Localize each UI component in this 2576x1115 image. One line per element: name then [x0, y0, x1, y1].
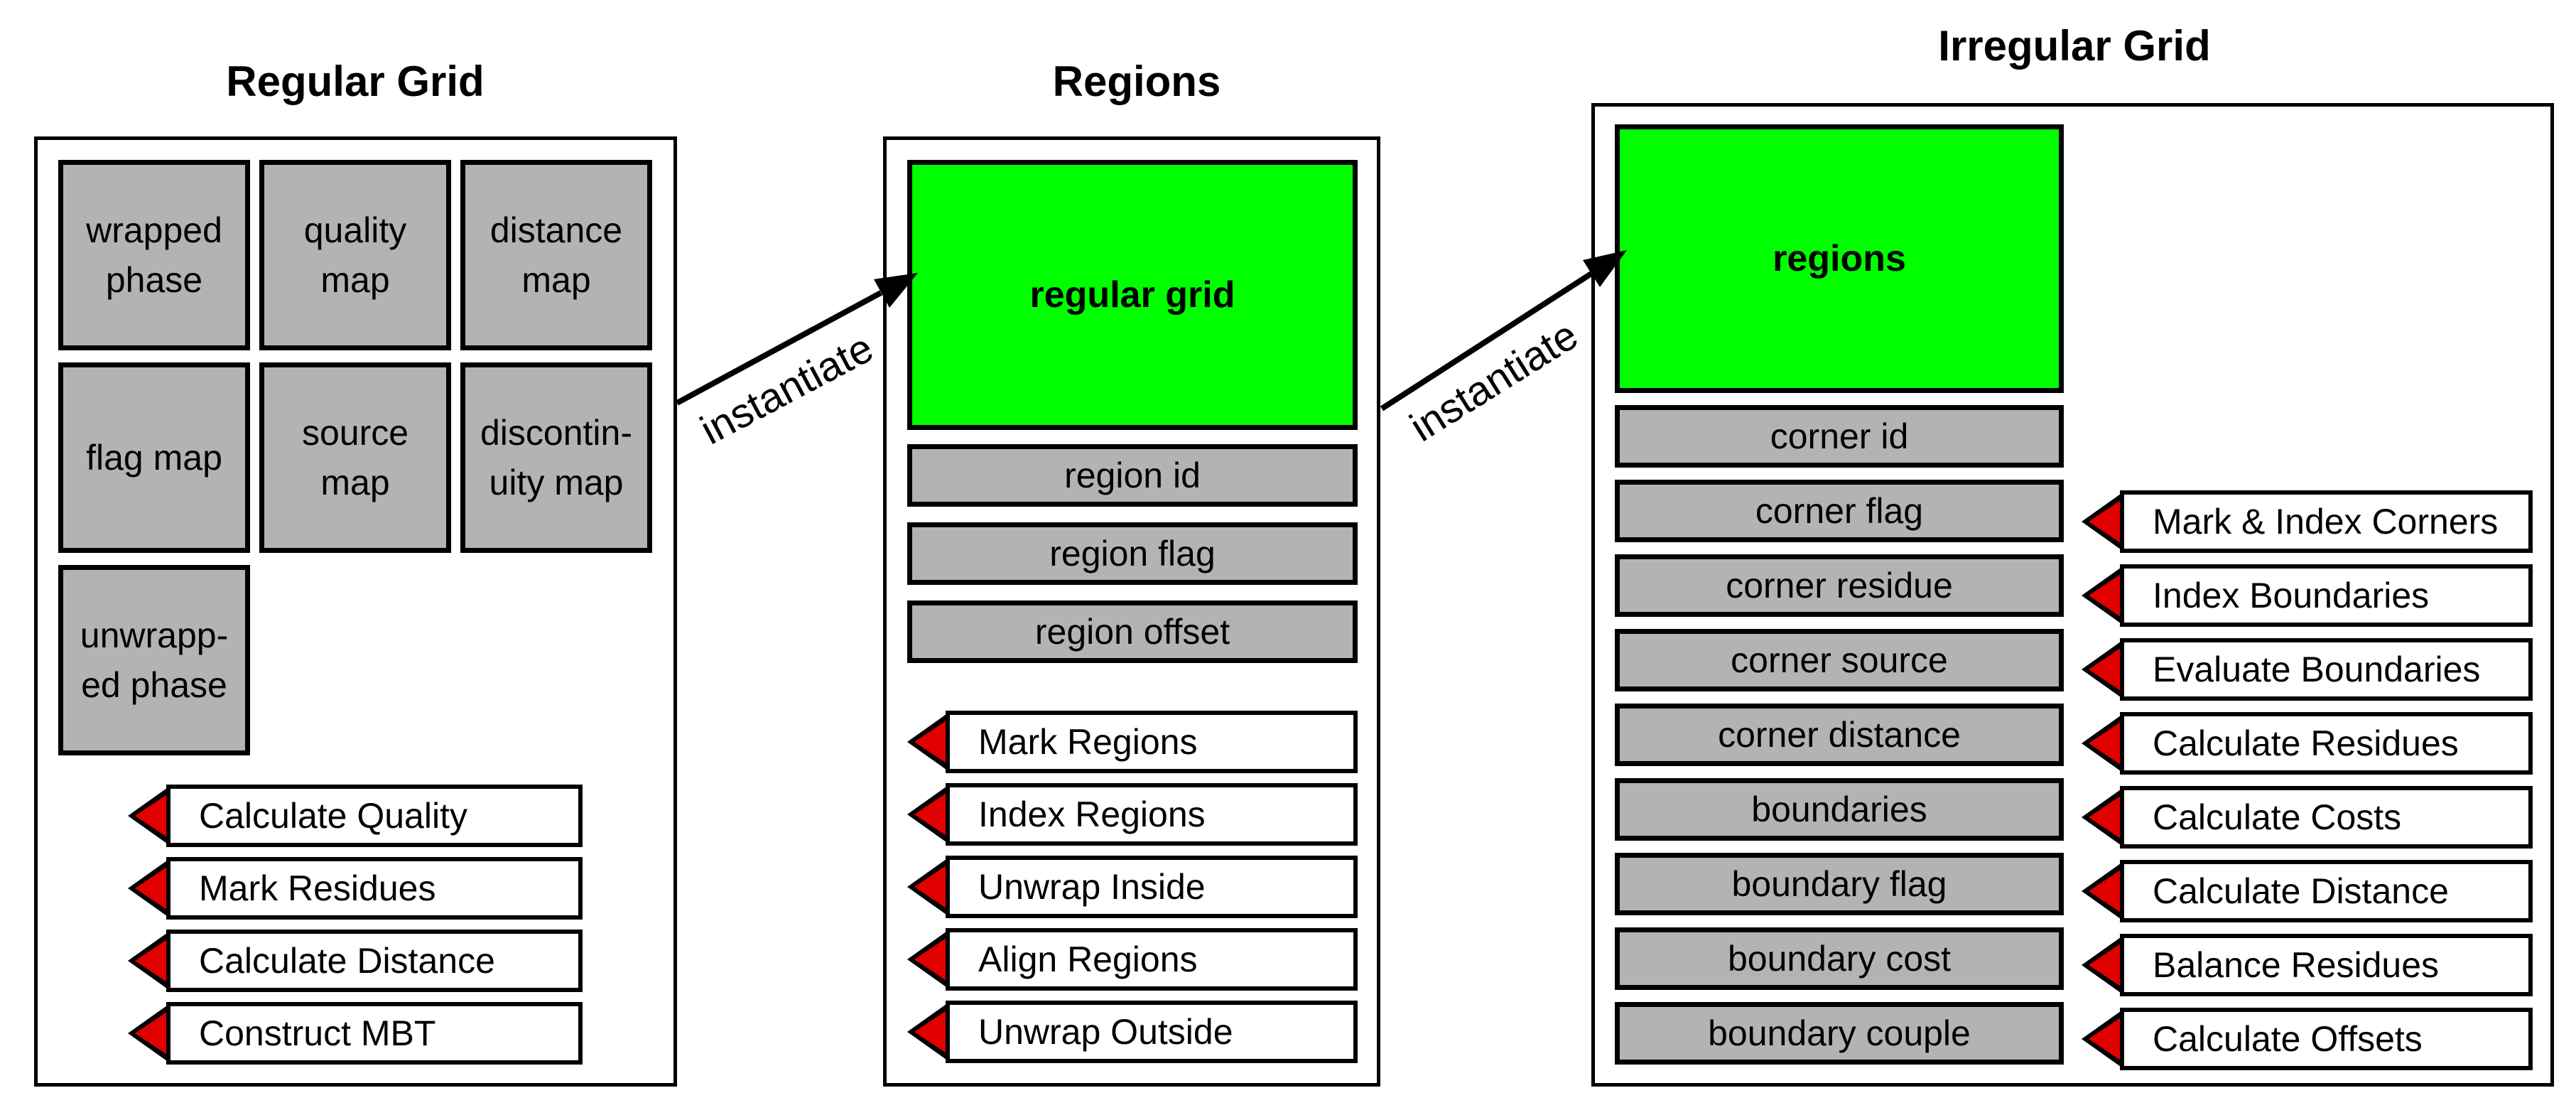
instantiate-arrow-2 — [1380, 250, 1627, 411]
regions-base-box: regions — [1615, 124, 2064, 393]
method-calculate-residues: Calculate Residues — [2082, 712, 2533, 775]
unwrapped-phase-map: unwrapp- ed phase — [58, 565, 250, 755]
method-label: Align Regions — [946, 928, 1358, 991]
method-mark-index-corners: Mark & Index Corners — [2082, 490, 2533, 553]
method-mark-regions: Mark Regions — [907, 711, 1358, 773]
field-corner-id: corner id — [1615, 405, 2064, 468]
method-construct-mbt: Construct MBT — [128, 1002, 583, 1065]
method-unwrap-outside: Unwrap Outside — [907, 1001, 1358, 1063]
method-balance-residues: Balance Residues — [2082, 934, 2533, 996]
method-calculate-distance-irregular: Calculate Distance — [2082, 860, 2533, 922]
field-region-offset: region offset — [907, 600, 1358, 663]
method-label: Calculate Distance — [2120, 860, 2533, 922]
method-label: Balance Residues — [2120, 934, 2533, 996]
regular-grid-title: Regular Grid — [226, 58, 485, 105]
method-calculate-quality: Calculate Quality — [128, 785, 583, 847]
method-label: Calculate Distance — [166, 930, 583, 992]
method-label: Unwrap Inside — [946, 856, 1358, 918]
field-boundary-couple: boundary couple — [1615, 1002, 2064, 1065]
method-label: Calculate Residues — [2120, 712, 2533, 775]
field-corner-source: corner source — [1615, 629, 2064, 691]
field-corner-distance: corner distance — [1615, 704, 2064, 766]
field-boundary-cost: boundary cost — [1615, 927, 2064, 990]
method-label: Index Regions — [946, 783, 1358, 846]
regular-grid-base-box: regular grid — [907, 160, 1358, 430]
field-region-id: region id — [907, 444, 1358, 507]
regions-title: Regions — [1052, 58, 1221, 105]
method-label: Calculate Quality — [166, 785, 583, 847]
method-calculate-offsets: Calculate Offsets — [2082, 1008, 2533, 1070]
method-label: Index Boundaries — [2120, 564, 2533, 627]
method-label: Mark Regions — [946, 711, 1358, 773]
method-label: Mark Residues — [166, 857, 583, 920]
method-align-regions: Align Regions — [907, 928, 1358, 991]
method-calculate-costs: Calculate Costs — [2082, 786, 2533, 849]
method-index-regions: Index Regions — [907, 783, 1358, 846]
field-region-flag: region flag — [907, 522, 1358, 585]
discontinuity-map: discontin- uity map — [460, 362, 652, 553]
method-label: Unwrap Outside — [946, 1001, 1358, 1063]
flag-map: flag map — [58, 362, 250, 553]
method-unwrap-inside: Unwrap Inside — [907, 856, 1358, 918]
method-evaluate-boundaries: Evaluate Boundaries — [2082, 638, 2533, 701]
method-index-boundaries: Index Boundaries — [2082, 564, 2533, 627]
method-label: Calculate Offsets — [2120, 1008, 2533, 1070]
method-label: Calculate Costs — [2120, 786, 2533, 849]
distance-map: distance map — [460, 160, 652, 350]
field-corner-residue: corner residue — [1615, 554, 2064, 617]
quality-map: quality map — [259, 160, 451, 350]
method-label: Construct MBT — [166, 1002, 583, 1065]
method-label: Evaluate Boundaries — [2120, 638, 2533, 701]
source-map: source map — [259, 362, 451, 553]
irregular-grid-title: Irregular Grid — [1938, 22, 2211, 70]
method-calculate-distance: Calculate Distance — [128, 930, 583, 992]
method-label: Mark & Index Corners — [2120, 490, 2533, 553]
instantiate-arrow-1 — [676, 273, 918, 406]
field-boundaries: boundaries — [1615, 778, 2064, 841]
field-corner-flag: corner flag — [1615, 480, 2064, 542]
wrapped-phase-map: wrapped phase — [58, 160, 250, 350]
field-boundary-flag: boundary flag — [1615, 853, 2064, 915]
method-mark-residues: Mark Residues — [128, 857, 583, 920]
